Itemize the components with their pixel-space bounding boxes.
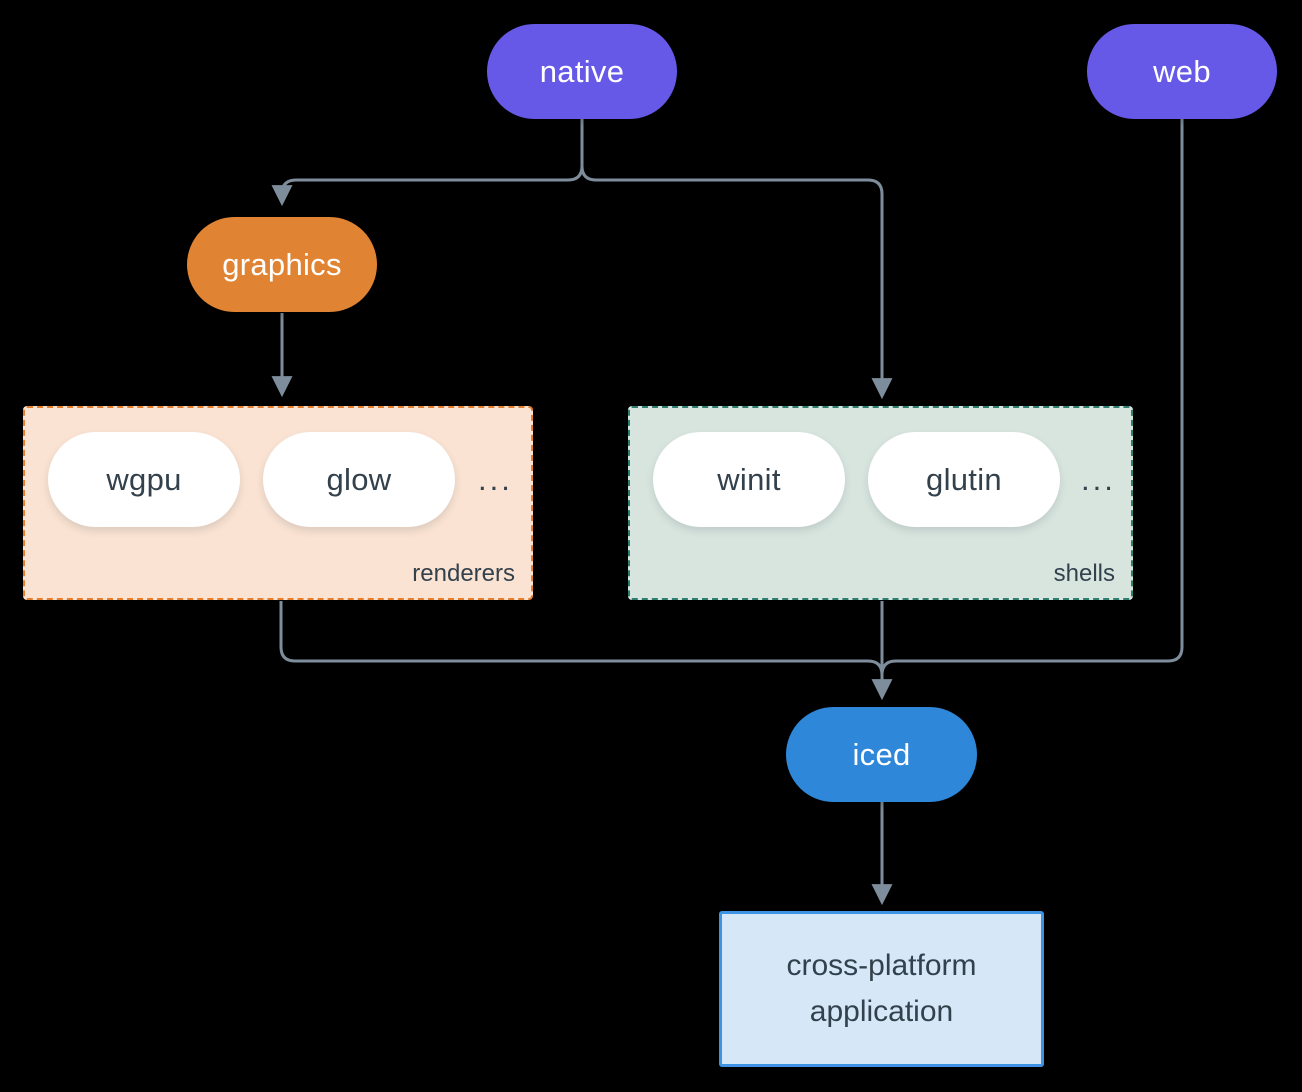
node-iced: iced	[786, 707, 977, 802]
node-glow-label: glow	[326, 461, 392, 497]
node-wgpu-label: wgpu	[106, 461, 182, 497]
node-glow: glow	[263, 432, 455, 527]
node-cross-platform-application: cross-platform application	[719, 911, 1044, 1067]
edge-web-to-junction	[880, 119, 1184, 676]
shells-group-label: shells	[1053, 560, 1115, 587]
node-graphics: graphics	[187, 217, 377, 312]
edge-renderers-to-junction	[279, 601, 884, 676]
group-renderers: wgpu glow ... renderers	[23, 406, 533, 600]
group-shells: winit glutin ... shells	[628, 406, 1133, 600]
edge-native-to-graphics	[271, 119, 584, 207]
node-iced-label: iced	[852, 736, 911, 772]
node-glutin-label: glutin	[926, 461, 1002, 497]
node-web: web	[1087, 24, 1277, 119]
node-native-label: native	[539, 53, 625, 89]
shells-ellipsis: ...	[1081, 461, 1116, 497]
node-winit-label: winit	[717, 461, 781, 497]
edge-native-to-shells	[580, 119, 893, 400]
node-web-label: web	[1153, 53, 1211, 89]
node-wgpu: wgpu	[48, 432, 240, 527]
renderers-group-label: renderers	[412, 560, 515, 587]
renderers-ellipsis: ...	[478, 461, 513, 497]
node-native: native	[487, 24, 677, 119]
node-glutin: glutin	[868, 432, 1060, 527]
application-label: cross-platform application	[786, 948, 977, 1029]
node-winit: winit	[653, 432, 845, 527]
node-graphics-label: graphics	[222, 246, 342, 282]
